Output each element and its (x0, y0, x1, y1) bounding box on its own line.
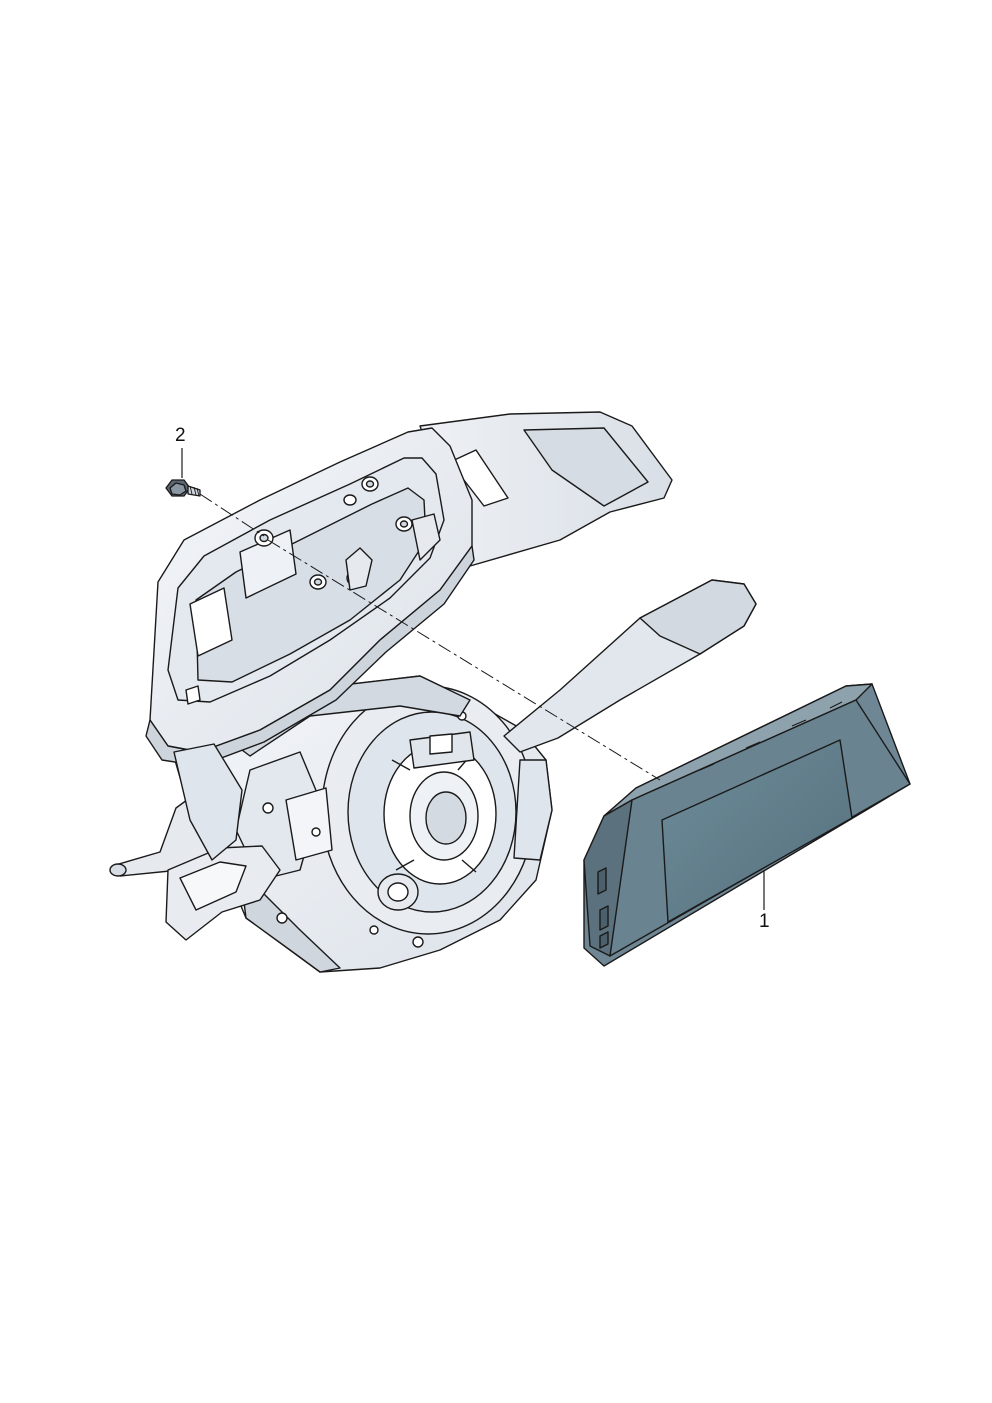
callout-label-2: 2 (175, 425, 186, 446)
screw-part-2 (165, 479, 201, 497)
leader-lines (181, 448, 765, 910)
stalk-arm (503, 579, 757, 753)
instrument-housing (145, 411, 673, 861)
steering-column-assembly (109, 675, 553, 973)
assembly-lines (199, 493, 661, 781)
display-part-1 (583, 683, 911, 967)
callout-label-1: 1 (759, 911, 770, 932)
